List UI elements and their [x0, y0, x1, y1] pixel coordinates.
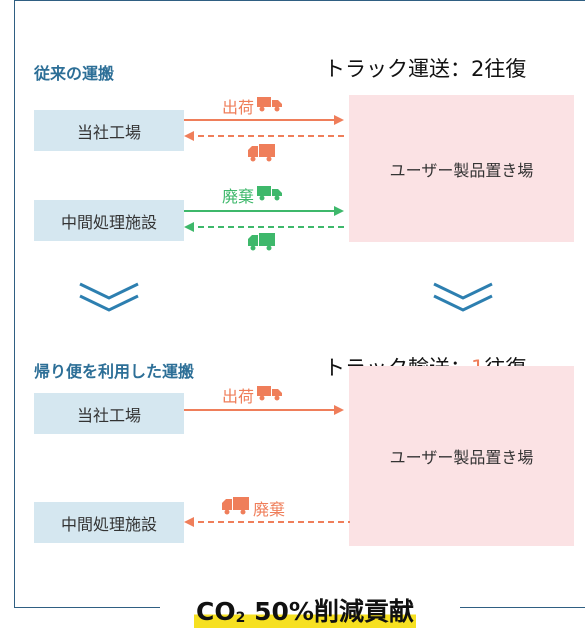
trip-count: 2: [471, 57, 485, 81]
user-storage-box: ユーザー製品置き場: [349, 95, 574, 242]
banner-subscript: 2: [235, 610, 246, 626]
truck-icon: [248, 144, 276, 162]
waste-label: 廃棄: [222, 183, 283, 207]
user-storage-box: ユーザー製品置き場: [349, 366, 574, 546]
truck-icon: [257, 185, 283, 205]
facility-box: 中間処理施設: [34, 502, 184, 543]
arrows-factory: [184, 115, 344, 141]
section-heading-return-trip: 帰り便を利用した運搬: [34, 362, 195, 381]
waste-label: 廃棄: [222, 496, 285, 520]
factory-box: 当社工場: [34, 110, 184, 151]
waste-label-text: 廃棄: [253, 500, 286, 519]
trip-suffix: 往復: [484, 57, 527, 81]
double-chevron-down-icon: [79, 282, 139, 312]
truck-icon: [257, 385, 283, 405]
arrows-facility: [184, 206, 344, 232]
conventional-truck-title: トラック運送：2往復: [324, 53, 526, 83]
double-chevron-down-icon: [433, 282, 493, 312]
title-prefix: トラック運送：: [324, 57, 471, 81]
banner-co: CO: [196, 597, 236, 626]
truck-icon: [222, 497, 250, 519]
banner-rest: 50%削減貢献: [245, 597, 414, 626]
ship-label-text: 出荷: [222, 387, 255, 406]
section-heading-conventional: 従来の運搬: [34, 64, 115, 83]
truck-icon: [248, 233, 276, 251]
ship-label: 出荷: [222, 94, 283, 118]
co2-reduction-banner: CO2 50%削減貢献: [160, 592, 450, 628]
banner-text: CO2 50%削減貢献: [194, 592, 416, 628]
arrow-waste-return: [184, 517, 350, 527]
ship-label-text: 出荷: [222, 98, 255, 117]
ship-label: 出荷: [222, 383, 283, 407]
factory-box: 当社工場: [34, 393, 184, 434]
waste-label-text: 廃棄: [222, 187, 255, 206]
facility-box: 中間処理施設: [34, 200, 184, 241]
truck-icon: [257, 96, 283, 116]
arrow-ship: [184, 405, 344, 415]
